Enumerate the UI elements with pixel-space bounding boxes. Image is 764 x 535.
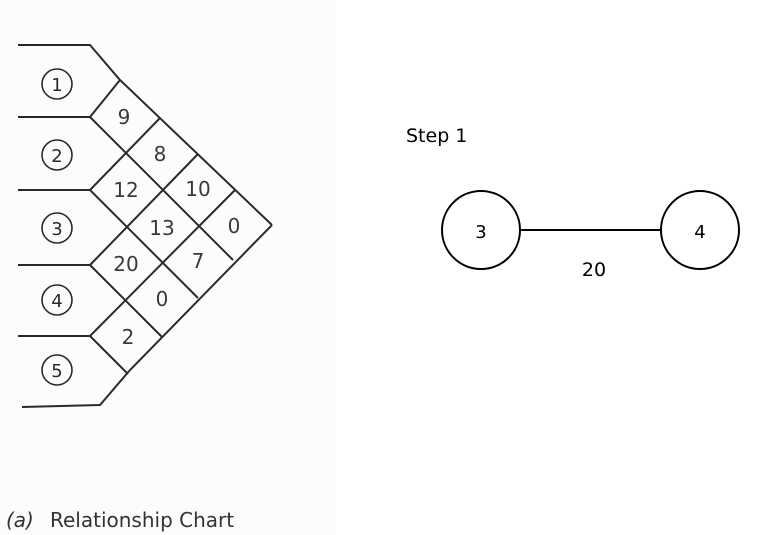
- row-separator-top: [18, 44, 273, 226]
- grid-line: [89, 153, 199, 266]
- graph-node-label: 4: [694, 222, 705, 243]
- relationship-value-4-5: 0: [228, 214, 241, 238]
- department-3-label: 3: [51, 219, 62, 240]
- department-circle: [41, 354, 73, 386]
- grid-line: [89, 335, 129, 375]
- relationship-value-1-3: 12: [113, 178, 138, 202]
- row-separator-bottom: [21, 224, 273, 408]
- grid-line: [89, 79, 121, 118]
- caption-prefix: (a): [6, 508, 34, 532]
- step-title: Step 1: [406, 125, 467, 147]
- grid-line: [89, 117, 161, 191]
- relationship-value-1-5: 2: [122, 325, 135, 349]
- relationship-value-2-4: 13: [149, 216, 174, 240]
- relationship-value-2-3: 8: [154, 142, 167, 166]
- relationship-values: 9 8 10 0 12 13 7 20 0 2: [113, 105, 240, 349]
- department-circle: [41, 284, 73, 316]
- grid-line: [89, 116, 234, 261]
- relationship-value-3-4: 10: [185, 177, 210, 201]
- grid-line: [89, 189, 236, 337]
- step-graph: Step 1 3 4 20: [406, 125, 740, 281]
- graph-node-circle: [441, 190, 521, 270]
- department-circle: [41, 139, 73, 171]
- edge-weight-label: 20: [582, 259, 606, 281]
- relationship-value-1-2: 9: [118, 105, 131, 129]
- department-2-label: 2: [51, 146, 62, 167]
- department-4-label: 4: [51, 291, 62, 312]
- graph-node-label: 3: [475, 222, 486, 243]
- grid-line: [89, 189, 199, 299]
- department-5-label: 5: [51, 361, 62, 382]
- relationship-value-1-4: 20: [113, 252, 138, 276]
- department-labels: 1 2 3 4 5: [41, 68, 73, 386]
- relationship-value-3-5: 7: [192, 249, 205, 273]
- relationship-chart-frame: [18, 44, 273, 408]
- relationship-value-2-5: 0: [156, 287, 169, 311]
- department-circle: [41, 68, 73, 100]
- graph-node-circle: [660, 190, 740, 270]
- chart-caption: (a) Relationship Chart: [6, 508, 234, 532]
- department-1-label: 1: [51, 75, 62, 96]
- department-circle: [41, 212, 73, 244]
- caption-title: Relationship Chart: [50, 508, 234, 532]
